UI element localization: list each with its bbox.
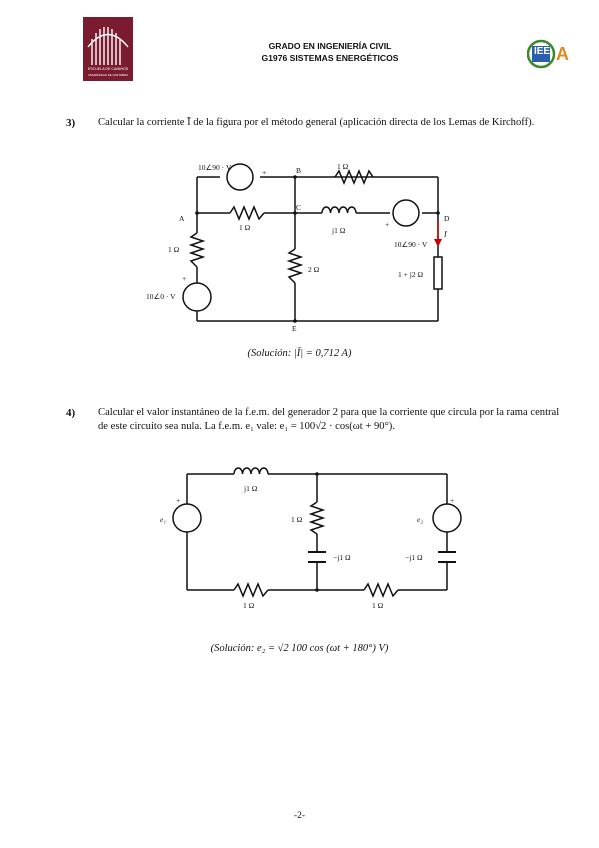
- source-left: [182, 282, 212, 312]
- label-r-bd: 1 Ω: [337, 162, 349, 171]
- label-r-bottom-right: 1 Ω: [372, 601, 384, 610]
- a-mark: A: [556, 44, 569, 64]
- problem3-text: Calcular la corriente Ī de la figura por…: [98, 117, 535, 128]
- node-c: C: [296, 203, 301, 212]
- circuit-3: 10∠90 · V + 10∠0 · V + 10∠90 · V + A B C…: [146, 162, 450, 333]
- label-source-left: 10∠0 · V: [146, 292, 176, 301]
- resistor-bd-top: [334, 169, 374, 185]
- logo-left-text-1: ESCUELA DE CAMINOS: [87, 67, 129, 71]
- node-d: D: [444, 214, 450, 223]
- label-r-mid: 2 Ω: [308, 265, 320, 274]
- iee-logo-icon: [526, 39, 556, 69]
- plus-right: +: [385, 220, 389, 229]
- problem4-text: Calcular el valor instantáneo de la f.e.…: [98, 407, 560, 432]
- plus-left: +: [182, 274, 186, 283]
- resistor-bottom-left: [233, 582, 269, 598]
- label-e1: e₁: [160, 515, 166, 524]
- label-ind-top: j1 Ω: [243, 484, 258, 493]
- label-ind-cd: j1 Ω: [331, 226, 346, 235]
- resistor-bottom-right: [363, 582, 399, 598]
- problem4-solution: (Solución: e₂ = √2 100 cos (ωt + 180°) V…: [210, 643, 389, 654]
- generator-e1: [172, 503, 202, 533]
- label-r-mid: 1 Ω: [291, 515, 303, 524]
- resistor-ac: [229, 205, 265, 221]
- label-source-right: 10∠90 · V: [394, 240, 428, 249]
- label-r-ac: 1 Ω: [239, 223, 251, 232]
- resistor-left: [188, 232, 206, 268]
- plus-top: +: [262, 168, 266, 177]
- source-top: [226, 163, 254, 191]
- generator-e2: [432, 503, 462, 533]
- source-right: [392, 199, 420, 227]
- escuela-caminos-logo: ESCUELA DE CAMINOS UNIVERSIDAD DE CANTAB…: [83, 17, 133, 81]
- node-a: A: [179, 214, 185, 223]
- problem3-solution: (Solución: |Ī| = 0,712 A): [247, 348, 352, 359]
- logo-left-text-2: UNIVERSIDAD DE CANTABRIA: [87, 73, 129, 77]
- label-cap-mid: −j1 Ω: [333, 553, 351, 562]
- plus-e2: +: [450, 496, 454, 505]
- node-e: E: [292, 324, 297, 333]
- problem4-number: 4): [66, 407, 76, 419]
- page-number: -2-: [293, 811, 306, 821]
- resistor-mid: [308, 501, 326, 535]
- inductor-cd: [321, 206, 357, 214]
- node-b: B: [296, 166, 301, 175]
- label-current: Ī: [443, 230, 448, 239]
- label-source-top: 10∠90 · V: [198, 163, 232, 172]
- resistor-mid: [286, 248, 304, 284]
- impedance-right: [433, 256, 443, 290]
- label-cap-right: −j1 Ω: [405, 553, 423, 562]
- label-r-bottom-left: 1 Ω: [243, 601, 255, 610]
- iee-logo-text: IEE: [533, 46, 551, 57]
- inductor-top: [233, 467, 269, 475]
- plus-e1: +: [176, 496, 180, 505]
- label-r-left: 1 Ω: [168, 245, 180, 254]
- current-arrow-icon: [434, 239, 442, 247]
- label-imp-right: 1 + j2 Ω: [398, 270, 423, 279]
- logo-building-icon: [87, 27, 129, 65]
- label-e2: e₂: [417, 515, 423, 524]
- header-title-line2: G1976 SISTEMAS ENERGÉTICOS: [261, 53, 399, 63]
- header-title-line1: GRADO EN INGENIERÍA CIVIL: [268, 41, 392, 51]
- iee-logo: IEE A: [526, 36, 569, 72]
- problem3-number: 3): [66, 117, 76, 129]
- circuit-4: e₁ + e₂ + j1 Ω 1 Ω −j1 Ω −j1 Ω 1 Ω 1 Ω: [160, 467, 462, 610]
